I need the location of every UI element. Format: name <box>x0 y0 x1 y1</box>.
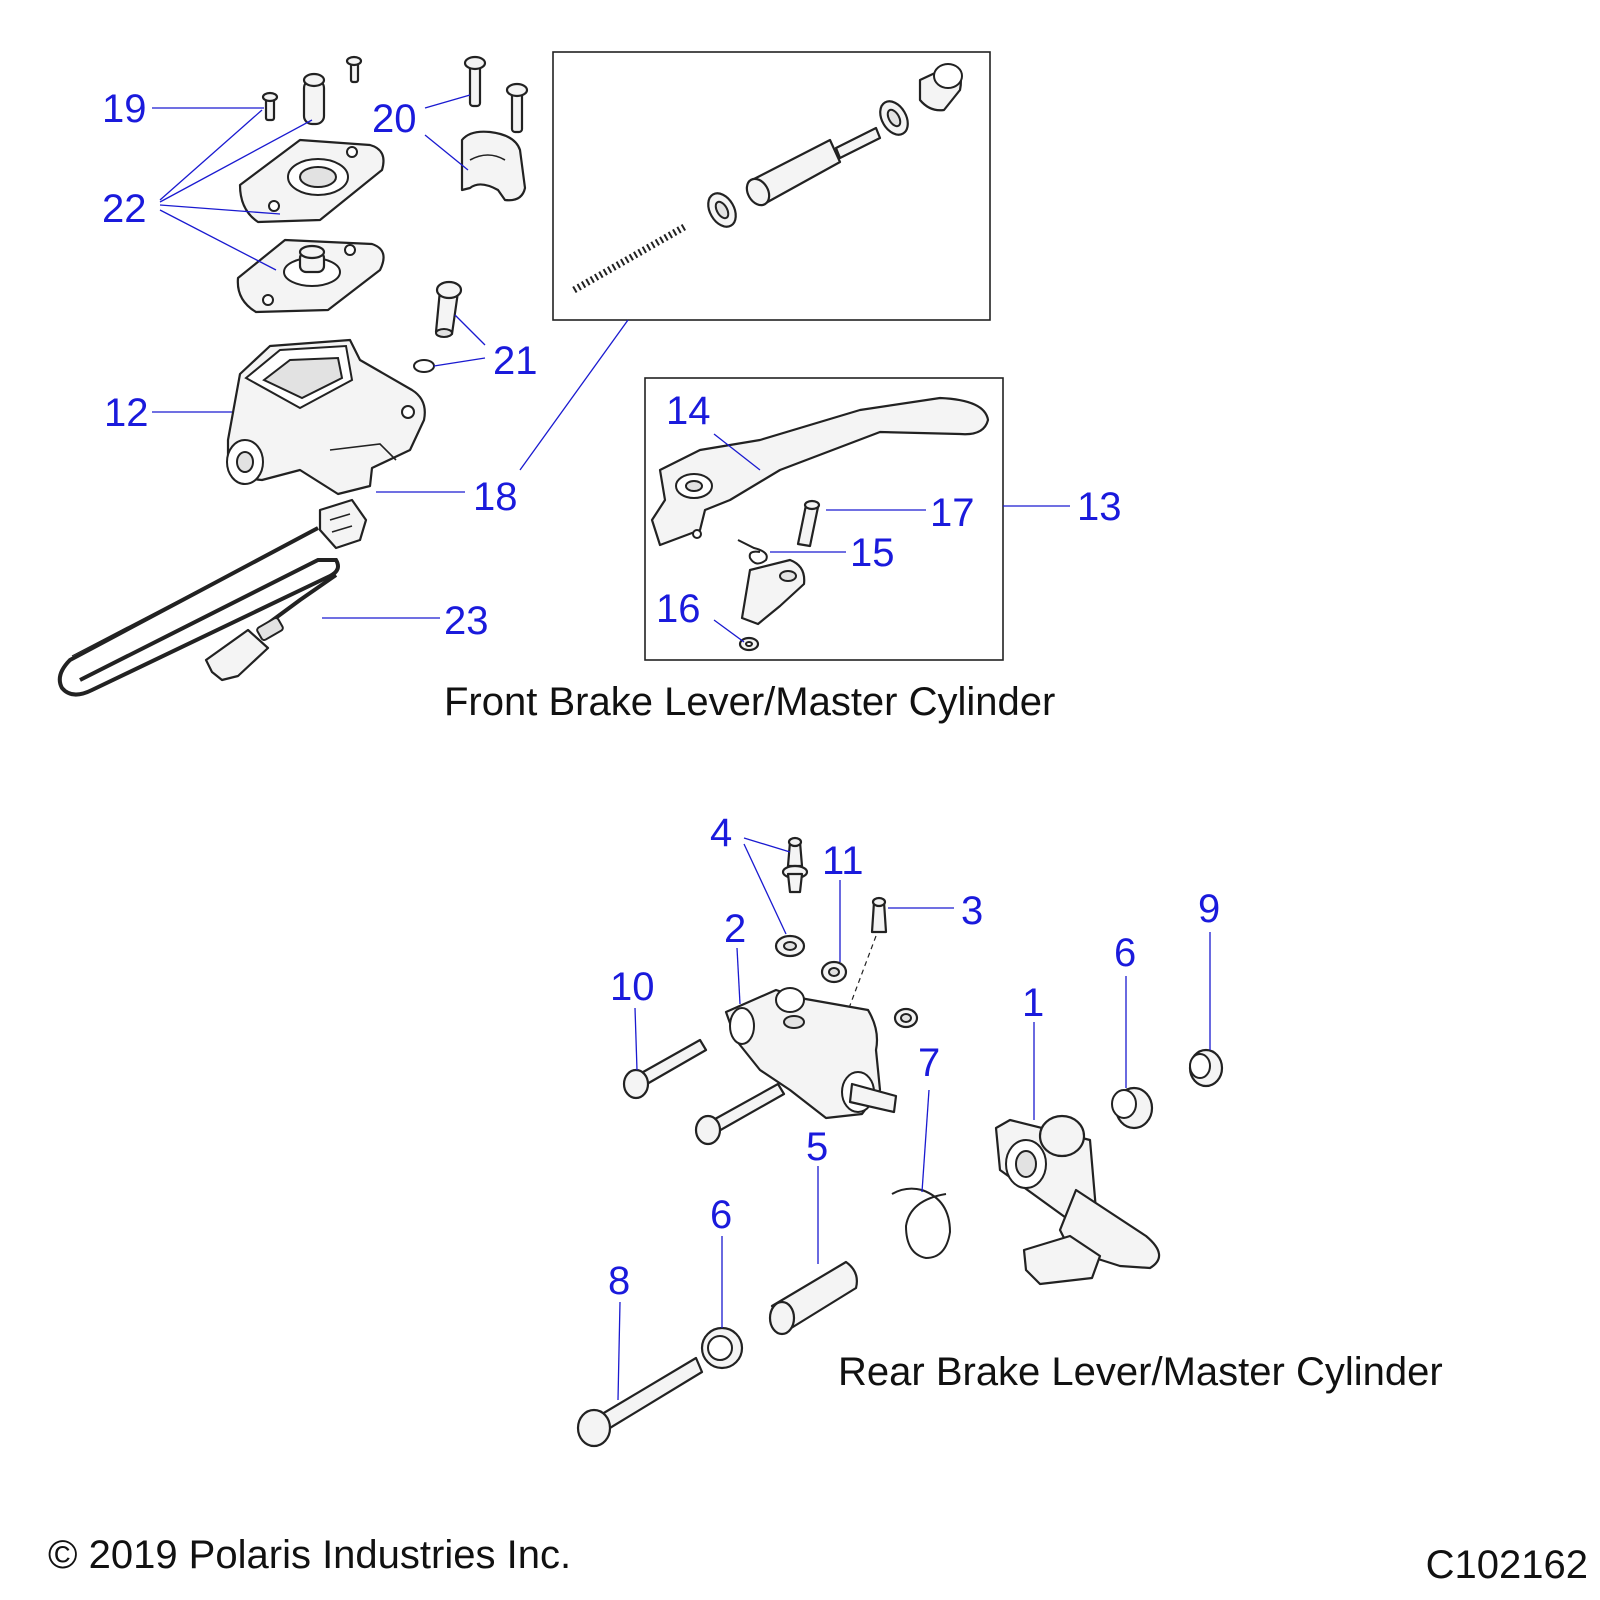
callout-11: 11 <box>822 839 864 883</box>
callout-20: 20 <box>372 97 417 141</box>
part-diaphragm <box>236 238 385 314</box>
drawing-id: C102162 <box>1426 1543 1588 1587</box>
part-bushing-9 <box>1188 1048 1224 1088</box>
part-bolt-10b <box>694 1082 786 1146</box>
part-torsion-spring-15 <box>737 539 768 565</box>
rear-assembly-caption: Rear Brake Lever/Master Cylinder <box>838 1350 1443 1394</box>
part-return-spring-7 <box>891 1187 952 1260</box>
callout-13: 13 <box>1077 485 1122 529</box>
part-lock-washer-16 <box>738 636 760 652</box>
part-grommet-11 <box>820 960 848 984</box>
part-screw-small-top <box>345 55 363 84</box>
part-bushing-6-upper <box>1111 1086 1154 1130</box>
part-bolt-10a <box>622 1038 708 1100</box>
front-assembly-caption: Front Brake Lever/Master Cylinder <box>444 680 1055 724</box>
part-pivot-bolt-21 <box>434 280 463 338</box>
callout-2: 2 <box>724 907 746 951</box>
callout-10: 10 <box>610 965 655 1009</box>
callout-15: 15 <box>850 531 895 575</box>
callout-17: 17 <box>930 491 975 535</box>
part-clamp-20 <box>460 130 527 202</box>
callout-21: 21 <box>493 339 538 383</box>
callout-labels: 19 22 20 21 12 18 23 14 17 13 15 16 4 11… <box>102 87 1220 1303</box>
part-washer-4 <box>774 934 806 958</box>
part-reservoir-cap <box>238 138 385 224</box>
callout-7: 7 <box>918 1041 940 1085</box>
callout-5: 5 <box>806 1125 828 1169</box>
part-screw-20b <box>505 82 529 134</box>
part-piston <box>745 126 882 207</box>
callout-8: 8 <box>608 1259 630 1303</box>
part-brake-lever <box>650 396 990 547</box>
callout-3: 3 <box>961 889 983 933</box>
part-master-cylinder-body <box>226 338 426 496</box>
part-cup-seal <box>707 192 737 228</box>
piston-kit-box <box>552 51 991 321</box>
callout-12: 12 <box>104 391 149 435</box>
part-bushing-6-lower <box>700 1326 744 1370</box>
part-rear-master-cylinder-2 <box>724 987 898 1120</box>
part-seal <box>879 100 909 136</box>
part-lever-pin-17 <box>796 499 821 548</box>
part-boot <box>918 63 963 112</box>
part-lever-adjuster <box>740 558 806 626</box>
part-snap-ring-21 <box>413 359 435 373</box>
part-screw-20a <box>463 55 487 108</box>
part-rear-brake-pedal-1 <box>994 1114 1161 1286</box>
callout-19: 19 <box>102 87 147 131</box>
callout-22: 22 <box>102 187 147 231</box>
callout-16: 16 <box>656 587 701 631</box>
part-bleeder-valve-4 <box>781 836 809 894</box>
part-return-spring <box>572 222 688 294</box>
callout-14: 14 <box>666 389 711 433</box>
callout-6a: 6 <box>1114 931 1136 975</box>
callout-6b: 6 <box>710 1193 732 1237</box>
leader-lines <box>152 94 1211 1401</box>
lever-kit-box <box>644 377 1004 661</box>
part-pivot-sleeve-5 <box>768 1260 858 1336</box>
part-grommet <box>893 1007 919 1029</box>
part-pivot-bolt-8 <box>576 1356 704 1448</box>
part-screw-19 <box>261 91 279 122</box>
part-pin-22 <box>302 72 326 126</box>
part-fitting-3 <box>870 896 888 934</box>
part-switch-harness <box>57 498 368 697</box>
callout-4: 4 <box>710 811 732 855</box>
callout-18: 18 <box>473 475 518 519</box>
callout-1: 1 <box>1022 981 1044 1025</box>
copyright-notice: © 2019 Polaris Industries Inc. <box>48 1533 571 1577</box>
callout-9: 9 <box>1198 887 1220 931</box>
callout-23: 23 <box>444 599 489 643</box>
